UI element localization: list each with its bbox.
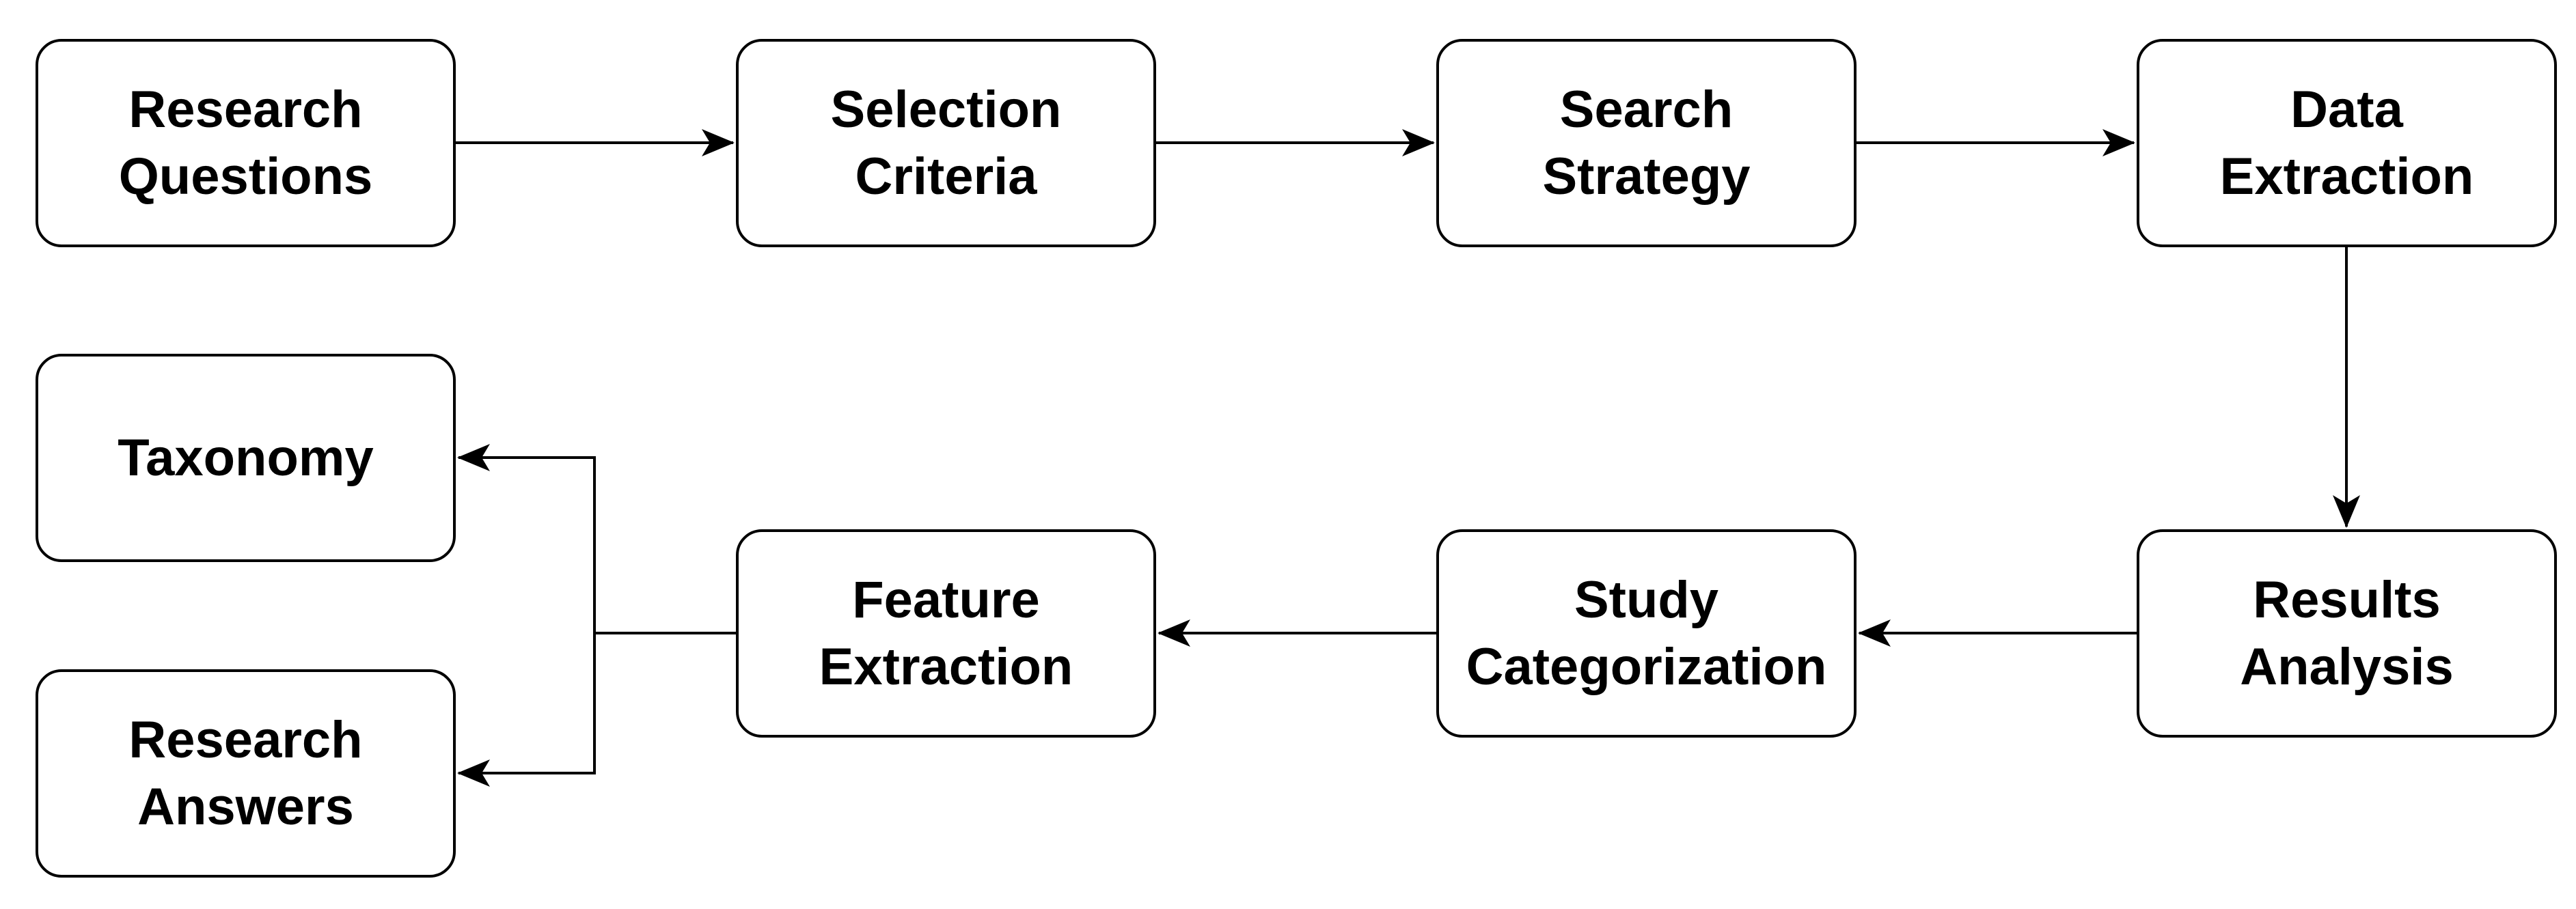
node-label-line: Search <box>1559 80 1734 139</box>
node-label-line: Research <box>128 710 363 769</box>
node-results-analysis: Results Analysis <box>2137 529 2557 738</box>
node-research-answers: Research Answers <box>36 669 456 878</box>
edge-feature-extraction-to-taxonomy <box>457 444 736 634</box>
node-data-extraction: Data Extraction <box>2137 39 2557 247</box>
node-taxonomy: Taxonomy <box>36 354 456 562</box>
node-label-line: Questions <box>118 147 373 206</box>
node-selection-criteria: Selection Criteria <box>736 39 1156 247</box>
node-label-line: Extraction <box>819 637 1073 696</box>
node-study-categorization: Study Categorization <box>1436 529 1856 738</box>
edge-feature-extraction-to-research-answers <box>457 633 596 787</box>
node-label-line: Taxonomy <box>118 428 374 487</box>
node-label-line: Answers <box>137 777 354 836</box>
node-label-line: Criteria <box>855 147 1037 206</box>
node-label-line: Feature <box>852 570 1040 629</box>
node-label-line: Categorization <box>1466 637 1827 696</box>
node-label-line: Extraction <box>2219 147 2474 206</box>
node-label-line: Study <box>1574 570 1719 629</box>
node-label-line: Strategy <box>1542 147 1751 206</box>
node-label-line: Data <box>2290 80 2403 139</box>
node-label-line: Selection <box>830 80 1062 139</box>
node-label-line: Results <box>2253 570 2441 629</box>
node-label-line: Analysis <box>2240 637 2454 696</box>
node-research-questions: Research Questions <box>36 39 456 247</box>
node-label-line: Research <box>128 80 363 139</box>
node-feature-extraction: Feature Extraction <box>736 529 1156 738</box>
node-search-strategy: Search Strategy <box>1436 39 1856 247</box>
